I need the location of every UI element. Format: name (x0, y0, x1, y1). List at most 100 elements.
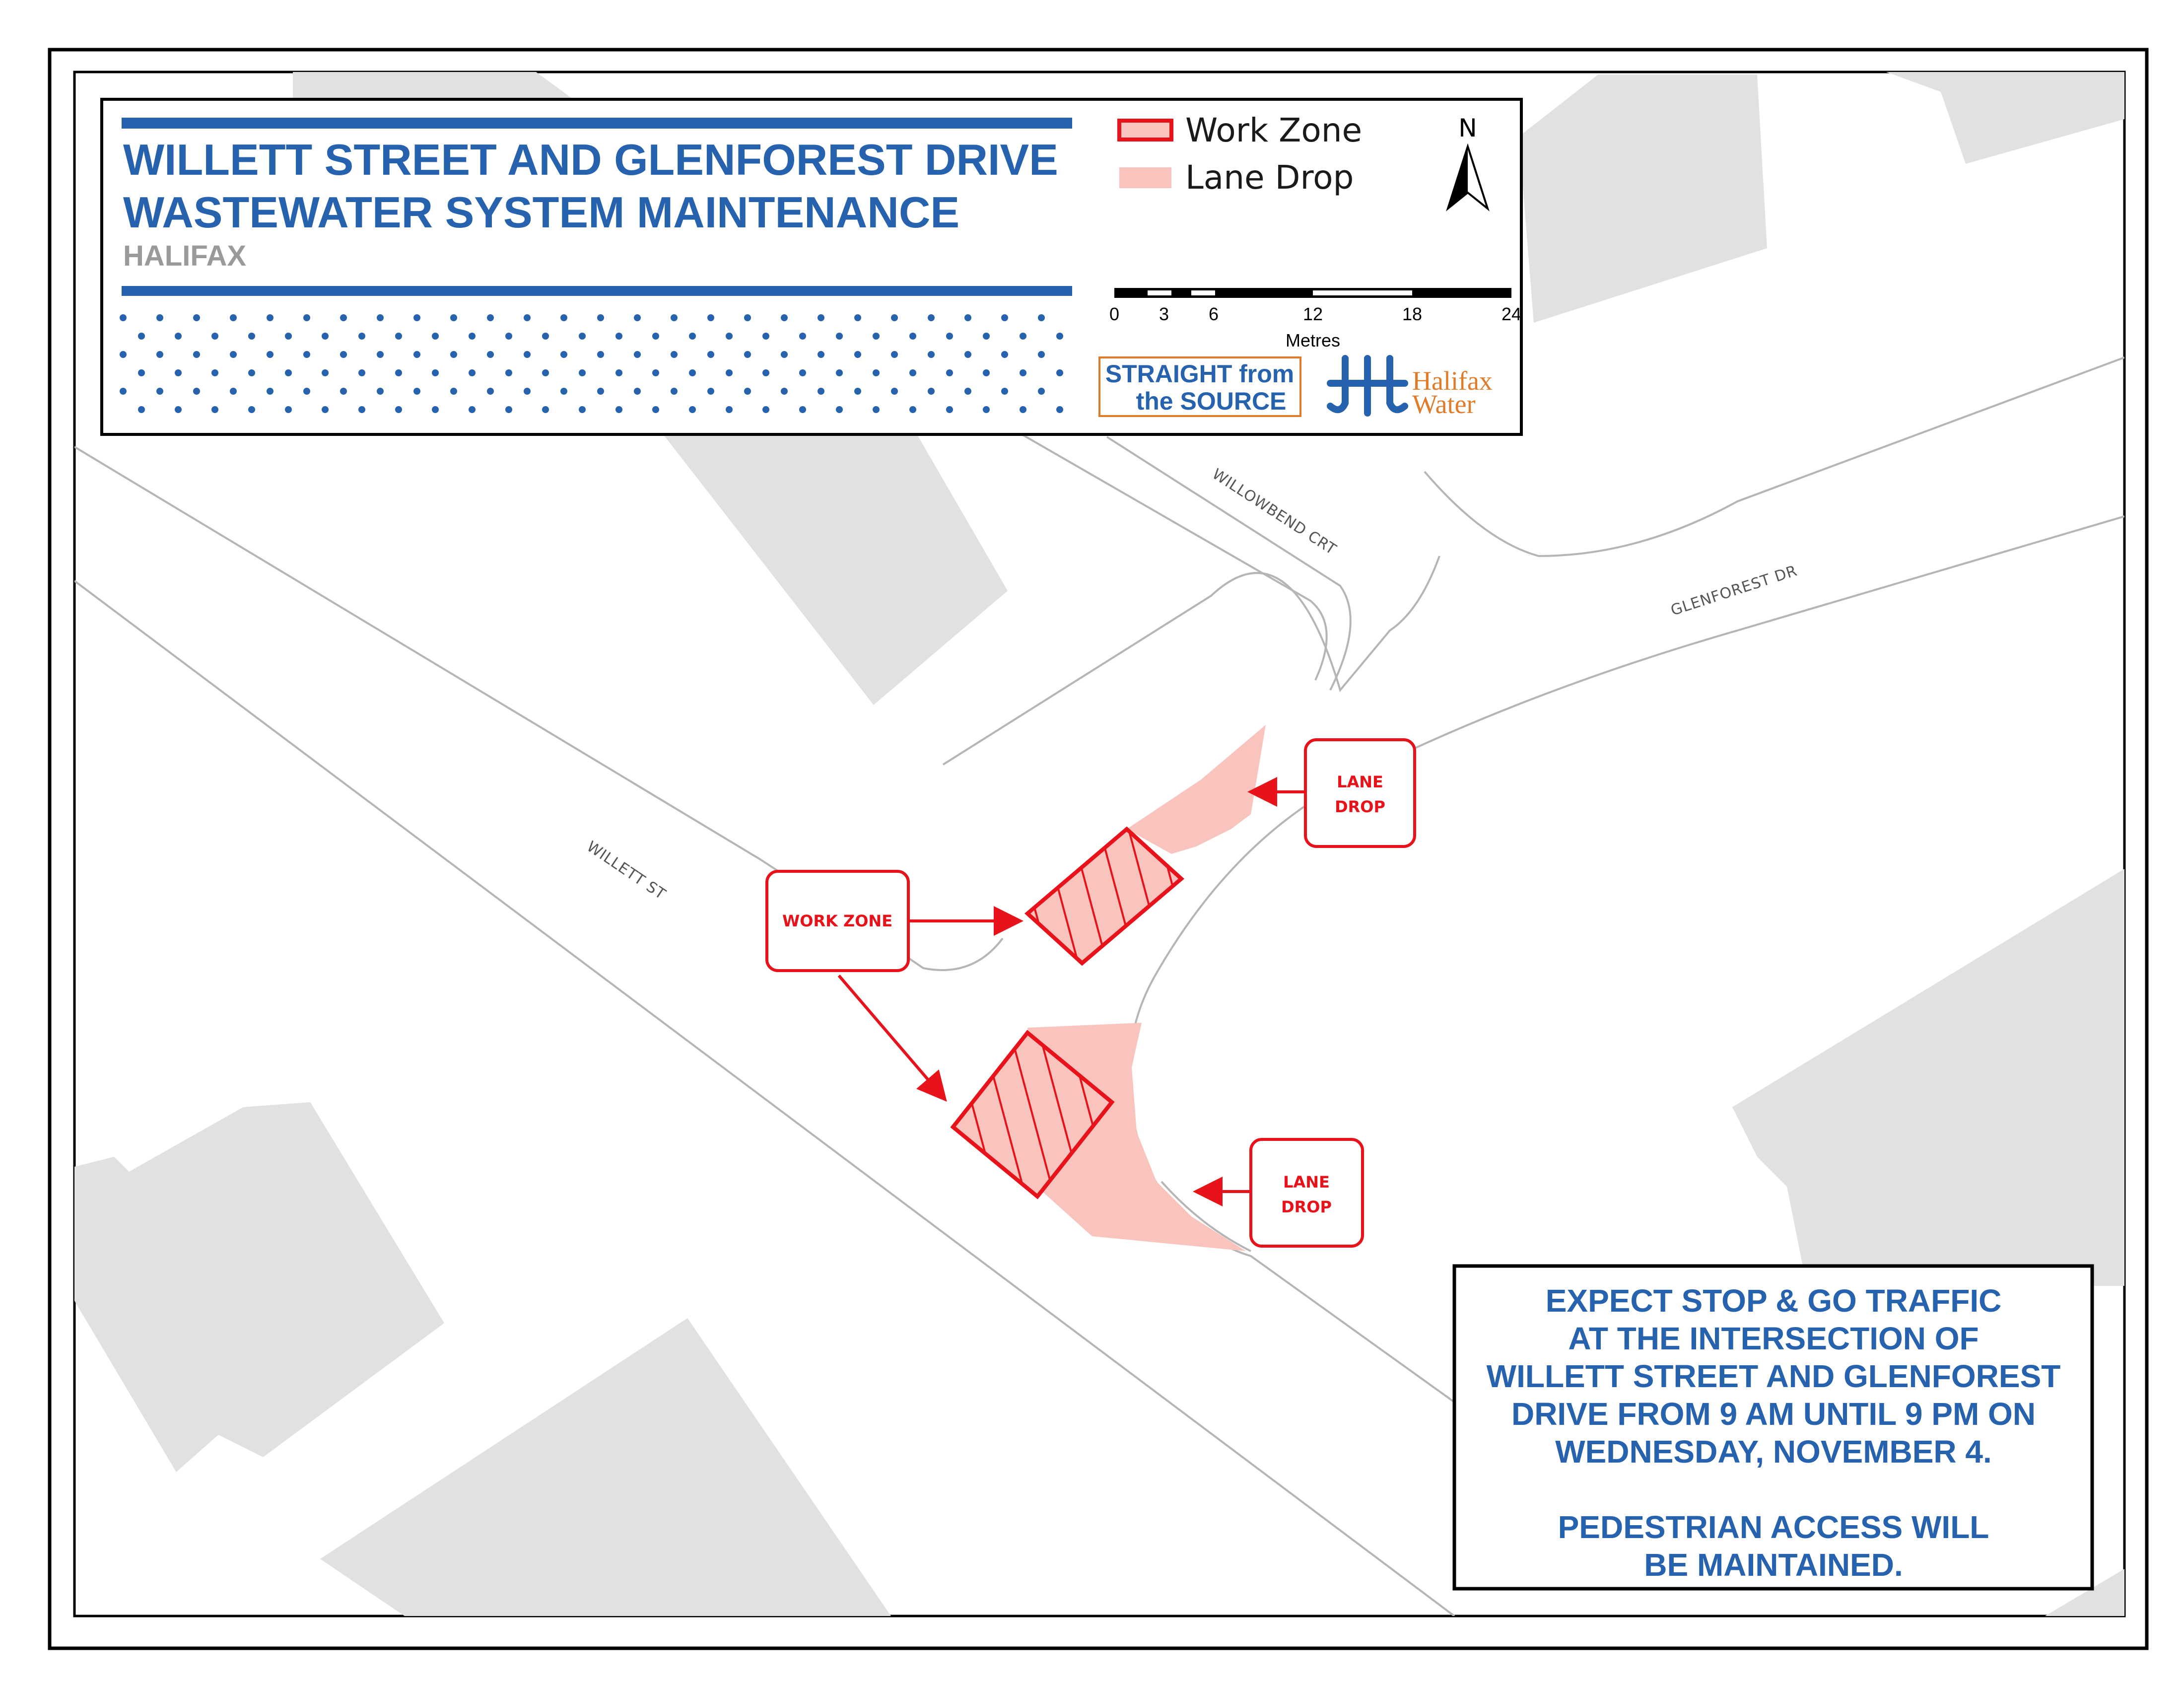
pattern-dot (781, 388, 788, 395)
pattern-dot (340, 351, 347, 358)
pattern-dot (634, 314, 641, 321)
pattern-dot (211, 406, 218, 413)
pattern-dot (120, 314, 127, 321)
pattern-dot (432, 406, 439, 413)
scale-bar: 0 3 6 12 18 24 Metres (1109, 288, 1521, 351)
notice-line-2: AT THE INTERSECTION OF (1568, 1321, 1979, 1356)
work-zone-south (950, 1030, 1115, 1199)
pattern-dot (726, 333, 733, 340)
pattern-dot (873, 333, 880, 340)
title-rule-bottom (122, 286, 1072, 296)
pattern-dot (928, 314, 935, 321)
pattern-dot (854, 351, 861, 358)
slogan-line1: STRAIGHT from (1105, 360, 1295, 388)
pattern-dot (671, 388, 678, 395)
pattern-dot (707, 351, 714, 358)
pattern-dot (156, 314, 163, 321)
slogan-logo: STRAIGHT from the SOURCE (1098, 356, 1301, 417)
pattern-dot (1038, 314, 1045, 321)
pattern-dot (138, 406, 145, 413)
pattern-dot (193, 314, 200, 321)
pattern-dot (395, 406, 402, 413)
pattern-dot (193, 388, 200, 395)
scale-tick-12: 12 (1303, 304, 1323, 324)
callout-work-zone: WORK ZONE (765, 870, 910, 972)
pattern-dot (707, 388, 714, 395)
pattern-dot (983, 333, 990, 340)
pattern-dot (983, 369, 990, 376)
pattern-dot (762, 333, 769, 340)
pattern-dot (579, 369, 586, 376)
notice-line-4: DRIVE FROM 9 AM UNTIL 9 PM ON (1511, 1396, 2036, 1432)
pattern-dot (322, 369, 329, 376)
pattern-dot (597, 314, 604, 321)
pattern-dot (358, 333, 365, 340)
north-arrow: N (1446, 114, 1490, 211)
pattern-dot (652, 369, 659, 376)
pattern-dot (211, 333, 218, 340)
pattern-dot (524, 314, 531, 321)
pattern-dot (744, 314, 751, 321)
pattern-dot (1001, 388, 1008, 395)
pattern-dot (615, 333, 622, 340)
pattern-dot (799, 406, 806, 413)
pattern-dot (689, 406, 696, 413)
notice-line-5: WEDNESDAY, NOVEMBER 4. (1555, 1434, 1992, 1470)
pattern-dot (634, 388, 641, 395)
pattern-dot (340, 314, 347, 321)
pattern-dot (358, 406, 365, 413)
pattern-dot (542, 406, 549, 413)
pattern-dot (652, 406, 659, 413)
pattern-dot (303, 314, 310, 321)
pattern-dot (211, 369, 218, 376)
pattern-dot (340, 388, 347, 395)
pattern-dot (726, 406, 733, 413)
pattern-dot (542, 369, 549, 376)
pattern-dot (1038, 388, 1045, 395)
pattern-dot (285, 406, 292, 413)
pattern-dot (303, 351, 310, 358)
pattern-dot (248, 406, 255, 413)
pattern-dot (450, 351, 457, 358)
pattern-dot (560, 351, 567, 358)
pattern-dot (505, 333, 512, 340)
pattern-dot (230, 314, 237, 321)
legend-swatch-work-zone (1117, 119, 1173, 141)
pattern-dot (322, 406, 329, 413)
pattern-dot (267, 314, 273, 321)
pattern-dot (395, 333, 402, 340)
pattern-dot (818, 388, 824, 395)
pattern-dot (175, 406, 182, 413)
pattern-dot (597, 351, 604, 358)
pattern-dot (120, 388, 127, 395)
pattern-dot (175, 333, 182, 340)
title-block: WILLETT STREET AND GLENFOREST DRIVE WAST… (100, 98, 1523, 436)
notice-line-3: WILLETT STREET AND GLENFOREST (1487, 1358, 2061, 1394)
slogan-line2: the SOURCE (1136, 387, 1287, 415)
notice-line-8: BE MAINTAINED. (1644, 1547, 1903, 1583)
pattern-dot (413, 351, 420, 358)
pattern-dot (707, 314, 714, 321)
callout-lane-drop-north-line2: DROP (1335, 797, 1385, 816)
pattern-dot (799, 333, 806, 340)
legend-label-lane-drop: Lane Drop (1185, 158, 1354, 197)
pattern-dot (1001, 351, 1008, 358)
work-zones (950, 826, 1185, 1199)
pattern-dot (432, 333, 439, 340)
halifax-water-mark-icon (1327, 355, 1408, 417)
pattern-dot (469, 369, 476, 376)
pattern-dot (193, 351, 200, 358)
pattern-dot (836, 333, 843, 340)
pattern-dot (267, 351, 273, 358)
pattern-dot (1056, 406, 1063, 413)
pattern-dot (854, 388, 861, 395)
pattern-dot (524, 351, 531, 358)
halifax-water-logo: Halifax Water (1327, 355, 1493, 419)
legend-label-work-zone: Work Zone (1185, 111, 1362, 149)
pattern-dot (1056, 333, 1063, 340)
pattern-dot (579, 406, 586, 413)
pattern-dot (285, 333, 292, 340)
pattern-dot (285, 369, 292, 376)
pattern-dot (928, 388, 935, 395)
